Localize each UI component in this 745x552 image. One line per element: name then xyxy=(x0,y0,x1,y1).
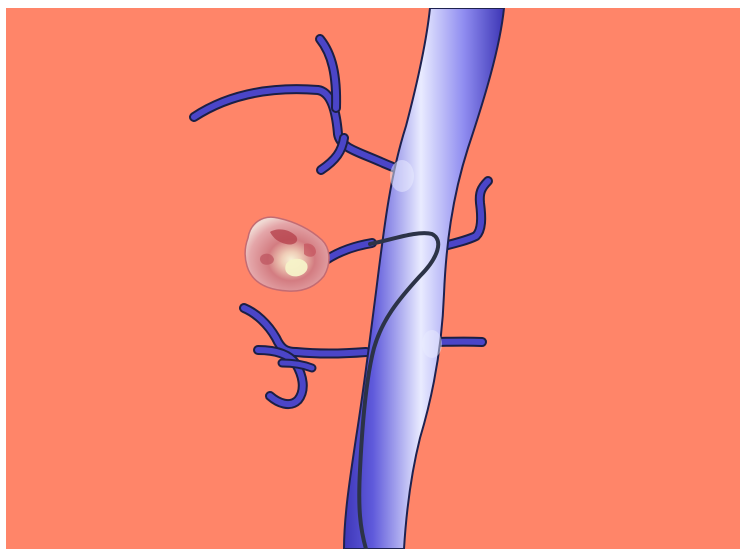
vascular-illustration-canvas xyxy=(6,8,740,549)
vascular-illustration xyxy=(6,8,740,549)
vessel-junction-highlight xyxy=(390,160,414,192)
vessel-junction-highlight-lower xyxy=(422,330,442,358)
